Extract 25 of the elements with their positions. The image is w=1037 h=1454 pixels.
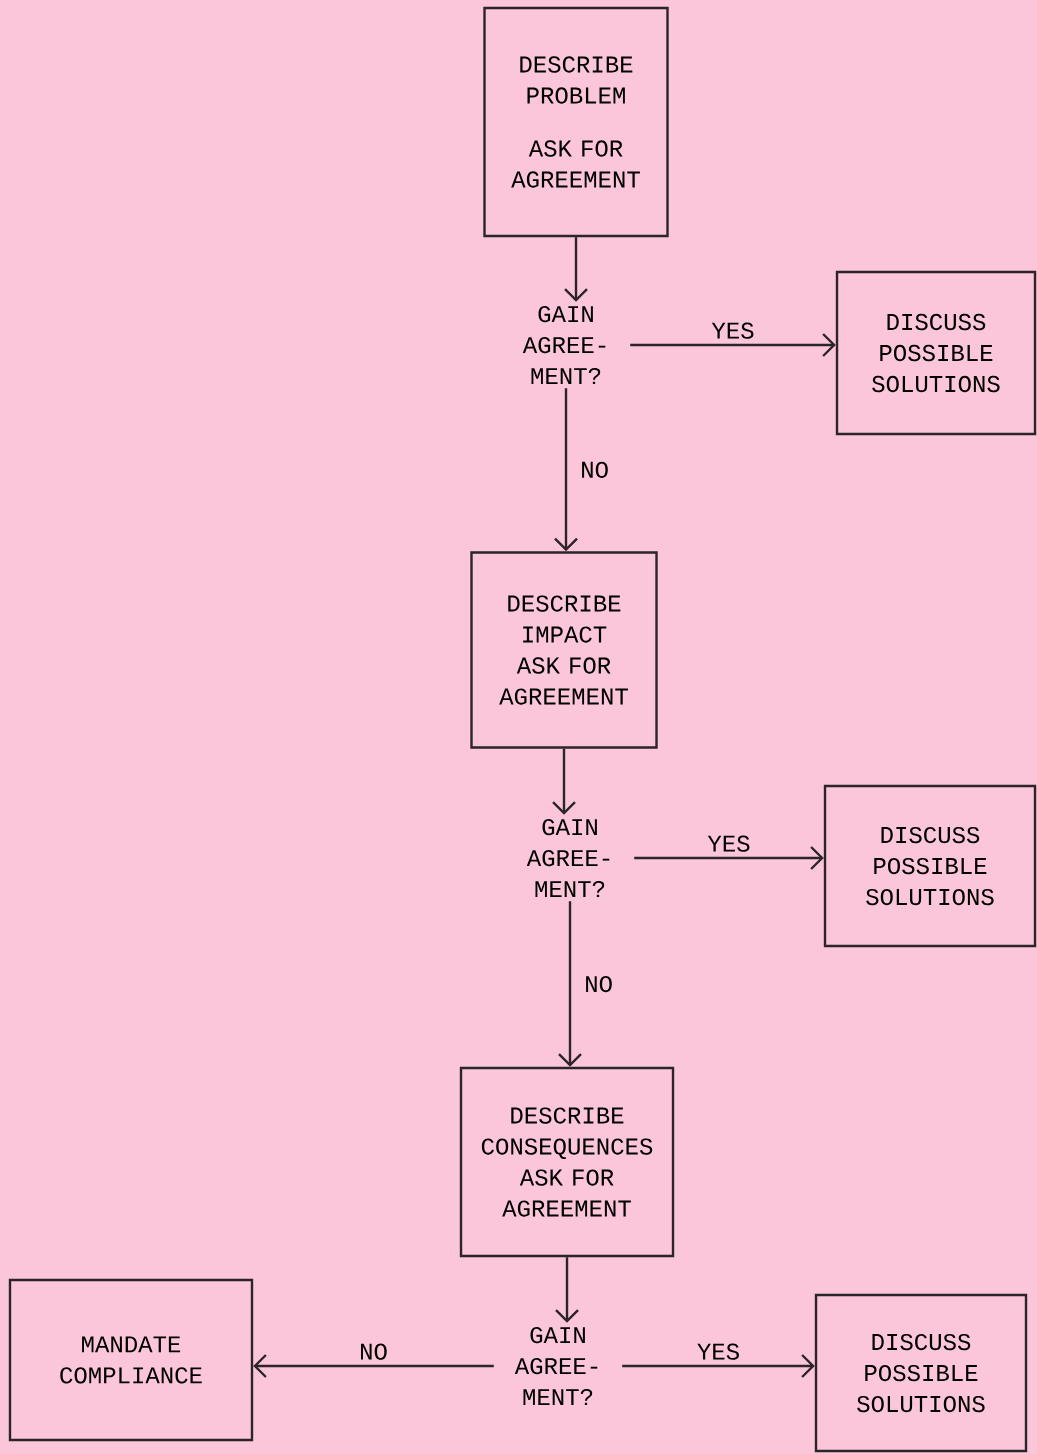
process-box: DISCUSS POSSIBLE SOLUTIONS (835, 270, 1037, 436)
arrow (554, 388, 578, 552)
arrow (253, 1354, 494, 1378)
edge-label: YES (697, 1343, 739, 1360)
arrow (622, 1354, 815, 1378)
arrow (634, 846, 824, 870)
edge-label: NO (582, 461, 608, 478)
decision-text: GAIN AGREE- MENT? (514, 1327, 598, 1406)
arrow (552, 748, 576, 815)
decision-text: GAIN AGREE- MENT? (522, 306, 606, 385)
arrow (564, 237, 588, 302)
process-box: DESCRIBE PROBLEM ASK FOR AGREEMENT (483, 6, 669, 238)
process-box: DESCRIBE CONSEQUENCES ASK FOR AGREEMENT (459, 1066, 675, 1258)
process-box: DESCRIBE IMPACT ASK FOR AGREEMENT (470, 551, 658, 749)
edge-label: YES (707, 835, 750, 852)
process-box: DISCUSS POSSIBLE SOLUTIONS (823, 784, 1037, 948)
edge-label: YES (711, 322, 754, 339)
edge-label: NO (361, 1343, 387, 1360)
arrow (555, 1257, 579, 1323)
edge-label: NO (586, 975, 612, 993)
arrow (630, 333, 836, 357)
process-box: DISCUSS POSSIBLE SOLUTIONS (814, 1293, 1028, 1453)
process-box: MANDATE COMPLIANCE (8, 1278, 254, 1442)
decision-text: GAIN AGREE- MENT? (526, 819, 610, 898)
arrow (558, 901, 582, 1067)
